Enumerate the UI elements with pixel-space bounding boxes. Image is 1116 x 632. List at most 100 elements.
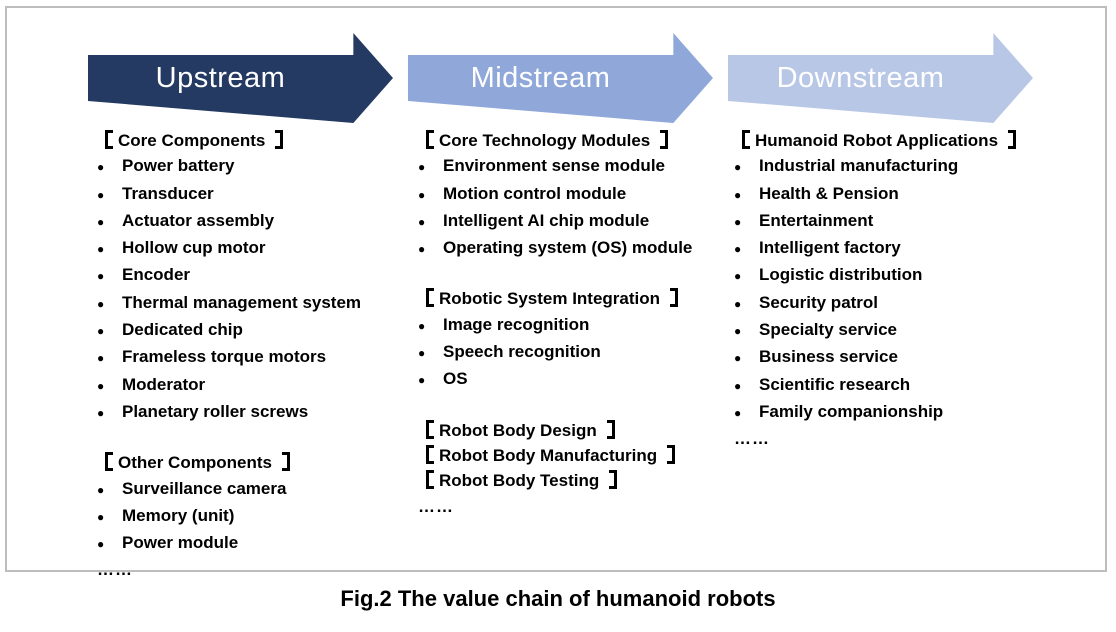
column-midstream: Core Technology Modules ● Environment sen… — [418, 128, 692, 519]
ellipsis-more: …… — [734, 429, 770, 449]
list-item-label: Business service — [759, 347, 898, 367]
list-item-label: Scientific research — [759, 374, 911, 394]
bracket-left-icon — [105, 130, 113, 149]
bullet-icon: ● — [734, 324, 742, 339]
bullet-icon: ● — [734, 351, 742, 366]
bullet-icon: ● — [418, 346, 426, 361]
bracket-right-icon — [1008, 130, 1017, 149]
list-item-label: Power battery — [122, 156, 235, 176]
bracket-right-icon — [609, 470, 618, 490]
list-item-label: Specialty service — [759, 320, 897, 340]
bullet-icon: ● — [418, 214, 426, 229]
list-item-label: Thermal management system — [122, 292, 362, 312]
list-item: ● Actuator assembly — [97, 208, 361, 235]
list-item: ● Dedicated chip — [97, 317, 361, 344]
list-item: ●Image recognition — [418, 312, 692, 339]
list-item: ● Hollow cup motor — [97, 235, 361, 262]
section-title-label: Robot Body Manufacturing — [439, 445, 658, 465]
section-title-robot-body-manufacturing: Robot Body Manufacturing — [418, 443, 692, 468]
bullet-icon: ● — [418, 187, 426, 202]
section-title-label: Robot Body Design — [439, 420, 597, 440]
bullet-icon: ● — [97, 242, 105, 257]
bullet-icon: ● — [734, 214, 742, 229]
list-item-label: Motion control module — [443, 183, 627, 203]
bracket-left-icon — [426, 444, 434, 464]
section-title-label: Robotic System Integration — [439, 289, 661, 309]
bullet-icon: ● — [734, 160, 742, 175]
bullet-icon: ● — [97, 378, 105, 393]
bullet-icon: ● — [97, 214, 105, 229]
bullet-icon: ● — [97, 160, 105, 175]
list-item-label: Logistic distribution — [759, 265, 923, 285]
column-upstream: Core Components ● Power battery ● Transduc… — [97, 128, 361, 583]
bullet-icon: ● — [734, 296, 742, 311]
list-item: ●Security patrol — [734, 290, 1016, 317]
list-item-label: Dedicated chip — [122, 320, 243, 340]
bracket-right-icon — [670, 288, 679, 308]
section-title-robot-body-testing: Robot Body Testing — [418, 468, 692, 493]
list-item-label: Family companionship — [759, 401, 944, 421]
section-title-label: Robot Body Testing — [439, 471, 600, 491]
list-item: ●Intelligent AI chip module — [418, 208, 692, 235]
bullet-icon: ● — [97, 296, 105, 311]
bracket-left-icon — [426, 288, 434, 308]
bullet-icon: ● — [97, 482, 105, 497]
list-item-label: Industrial manufacturing — [759, 156, 959, 176]
list-item-label: Hollow cup motor — [122, 238, 266, 258]
column-downstream: Humanoid Robot Applications ● Industrial … — [734, 128, 1017, 452]
bullet-icon: ● — [97, 324, 105, 339]
bullet-icon: ● — [734, 378, 742, 393]
section-title-label: Other Components — [118, 453, 272, 473]
figure-caption: Fig.2 The value chain of humanoid robots — [340, 586, 776, 611]
list-item: ●Logistic distribution — [734, 262, 1016, 289]
list-item-label: Moderator — [122, 374, 206, 394]
bullet-icon: ● — [97, 537, 105, 552]
list-item: ● Business service — [734, 344, 1016, 371]
section-title-label: Core Components — [118, 131, 266, 150]
list-item: ●OS — [418, 366, 692, 393]
ellipsis-more: …… — [418, 496, 454, 516]
section-title-robotic-system-integration: Robotic System Integration — [418, 286, 692, 311]
list-item: ● Environment sense module — [418, 153, 692, 180]
list-item-label: Environment sense module — [443, 156, 665, 176]
bullet-icon: ● — [734, 187, 742, 202]
list-item-label: Surveillance camera — [122, 478, 287, 498]
list-item: ●Operating system (OS) module — [418, 235, 692, 262]
section-title-label: Humanoid Robot Applications — [755, 131, 999, 150]
list-item-label: Intelligent factory — [759, 238, 901, 258]
list-item: ●Speech recognition — [418, 339, 692, 366]
arrow-midstream-label: Midstream — [470, 61, 611, 94]
section-title-robot-body-design: Robot Body Design — [418, 418, 692, 443]
list-item: ● Motion control module — [418, 181, 692, 208]
list-item: ●Intelligent factory — [734, 235, 1016, 262]
arrow-downstream-label: Downstream — [776, 61, 945, 94]
section-title-core-components: Core Components — [97, 128, 361, 153]
bracket-left-icon — [742, 130, 750, 149]
list-item: ● Thermal management system — [97, 290, 361, 317]
list-item: ● Moderator — [97, 372, 361, 399]
list-item-label: Transducer — [122, 183, 214, 203]
bracket-left-icon — [426, 130, 434, 149]
bracket-right-icon — [275, 130, 284, 149]
list-item: ● Power battery — [97, 153, 361, 180]
list-item-label: Frameless torque motors — [122, 347, 327, 367]
section-title-label: Core Technology Modules — [439, 131, 651, 150]
bullet-icon: ● — [418, 242, 426, 257]
bullet-icon: ● — [418, 160, 426, 175]
bullet-icon: ● — [734, 405, 742, 420]
bullet-icon: ● — [97, 187, 105, 202]
bracket-right-icon — [606, 419, 615, 439]
bracket-right-icon — [667, 444, 676, 464]
list-item: ●Health & Pension — [734, 181, 1016, 208]
list-item-label: Memory (unit) — [122, 505, 235, 525]
bullet-icon: ● — [418, 373, 426, 388]
bracket-right-icon — [660, 130, 669, 149]
list-item-label: Actuator assembly — [122, 210, 275, 230]
list-item: ● Transducer — [97, 181, 361, 208]
list-item-label: Encoder — [122, 265, 191, 285]
bracket-left-icon — [105, 452, 113, 472]
list-item: ●Encoder — [97, 262, 361, 289]
bullet-icon: ● — [97, 405, 105, 420]
bullet-icon: ● — [97, 351, 105, 366]
list-item-label: Entertainment — [759, 210, 874, 230]
